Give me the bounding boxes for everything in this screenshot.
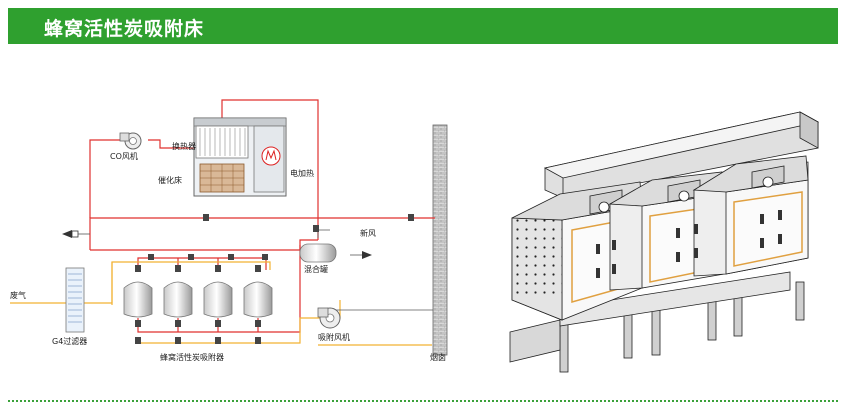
suction-fan: [317, 307, 341, 329]
exhaust-line: [10, 261, 432, 346]
valve-markers: [135, 214, 414, 344]
catalytic-bed-label: 催化床: [158, 175, 182, 185]
mixing-tank: [299, 243, 337, 263]
adsorber-label: 蜂窝活性炭吸附器: [160, 352, 224, 362]
fresh-air-label: 新风: [360, 228, 376, 238]
mixing-tank-label: 混合罐: [304, 264, 328, 274]
adsorber-tanks: [123, 281, 273, 318]
header-bar: 蜂窝活性炭吸附床: [8, 8, 838, 44]
exhaust-gas-label: 废气: [10, 290, 26, 300]
air-inlet-arrow: [62, 230, 72, 238]
bottom-divider: [8, 400, 838, 402]
fresh-air-arrow: [362, 251, 372, 259]
pipe-lines: [317, 229, 433, 311]
co-fan-label: CO风机: [110, 151, 138, 161]
heat-exchanger-label: 换热器: [172, 141, 196, 151]
adsorption-bed-illustration: [509, 111, 820, 373]
g4-filter: [65, 267, 85, 333]
page-title: 蜂窝活性炭吸附床: [44, 18, 205, 40]
chimney-label: 烟囱: [430, 352, 446, 362]
suction-fan-label: 吸附风机: [318, 332, 350, 342]
co-fan: [119, 132, 142, 150]
catalytic-unit: [193, 117, 287, 197]
chimney: [432, 124, 448, 356]
electric-heater-label: 电加热: [290, 168, 314, 178]
g4-filter-label: G4过滤器: [52, 336, 87, 346]
